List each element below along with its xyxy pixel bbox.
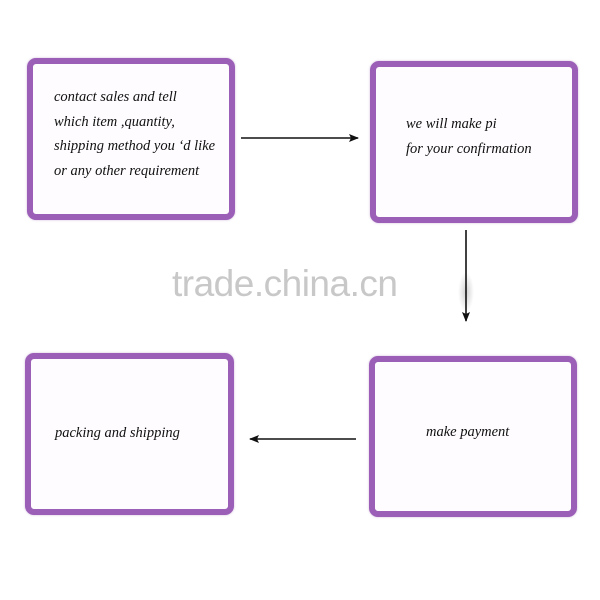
step-line: or any other requirement [54,162,200,179]
step-text-contact-sales: contact sales and tell which item ,quant… [54,85,215,183]
step-line: which item ,quantity, [54,113,175,130]
step-text-make-payment: make payment [426,420,509,445]
step-line: contact sales and tell [54,89,177,105]
watermark-text: trade.china.cn [172,263,398,304]
step-line: shipping method you ‘d like [54,138,216,154]
step-line: for your confirmation [406,140,532,157]
step-text-packing-shipping: packing and shipping [55,421,180,446]
step-line: packing and shipping [55,425,180,441]
step-text-make-pi: we will make pi for your confirmation [406,112,532,161]
step-box-make-pi: we will make pi for your confirmation [370,61,578,223]
step-box-contact-sales: contact sales and tell which item ,quant… [27,58,235,220]
step-line: we will make pi [406,116,497,132]
step-box-make-payment: make payment [369,356,577,517]
step-box-packing-shipping: packing and shipping [25,353,234,515]
step-line: make payment [426,424,510,440]
